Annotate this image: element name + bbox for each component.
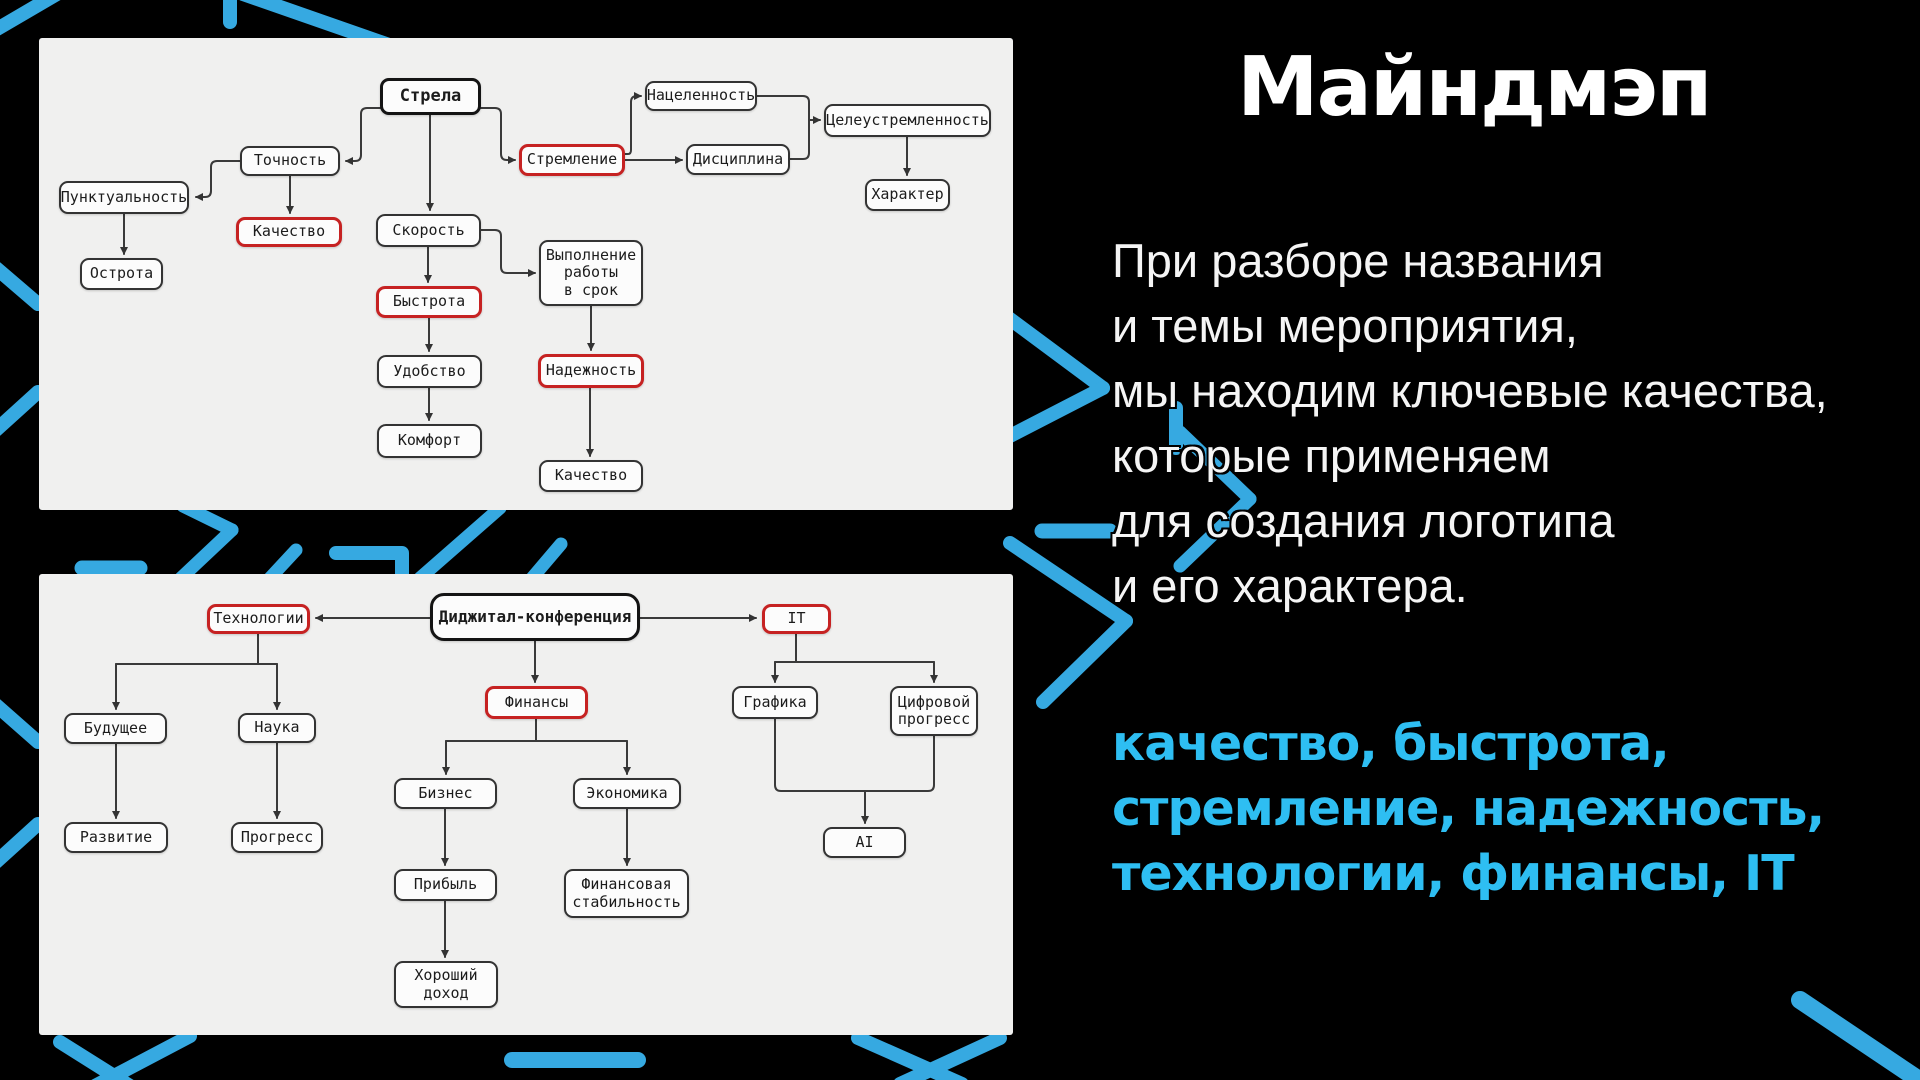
node-fin-stabilnost: Финансовая стабильность — [564, 869, 689, 918]
node-grafika: Графика — [732, 686, 818, 719]
node-komfort: Комфорт — [377, 424, 482, 458]
node-udobstvo: Удобство — [377, 355, 482, 388]
node-ostrota: Острота — [80, 258, 163, 290]
node-kachestvo-2: Качество — [539, 460, 643, 492]
mindmap-arrow-panel: Стрела Точность Пунктуальность Качество … — [39, 38, 1013, 510]
mindmap-conference-connectors — [112, 614, 938, 958]
page-title: Майндмэп — [1237, 40, 1713, 135]
mindmap-conference-panel: Диджитал-конференция Технологии IT Финан… — [39, 574, 1013, 1035]
node-didzhital-konferenciya: Диджитал-конференция — [430, 593, 640, 641]
node-razvitie: Развитие — [64, 822, 168, 853]
node-it: IT — [762, 604, 831, 634]
node-punktualnost: Пунктуальность — [59, 181, 189, 214]
node-pribyl: Прибыль — [394, 869, 497, 901]
keywords-highlight: качество, быстрота, стремление, надежнос… — [1112, 715, 1825, 902]
node-strela: Стрела — [380, 78, 481, 115]
node-biznes: Бизнес — [394, 778, 497, 809]
node-skorost: Скорость — [376, 214, 481, 247]
lead-paragraph: При разборе названия и темы мероприятия,… — [1112, 234, 1828, 612]
node-disciplina: Дисциплина — [686, 144, 790, 175]
node-finansy: Финансы — [485, 686, 588, 719]
node-cifrovoy-progress: Цифровой прогресс — [890, 686, 978, 736]
node-nauka: Наука — [238, 713, 316, 743]
node-progress: Прогресс — [231, 822, 323, 853]
node-budushchee: Будущее — [64, 713, 167, 744]
mindmap-arrow-connectors — [120, 92, 911, 457]
node-tehnologii: Технологии — [207, 604, 310, 634]
node-nacelennost: Нацеленность — [645, 81, 757, 111]
node-bystrota: Быстрота — [376, 286, 482, 318]
node-ekonomika: Экономика — [573, 778, 681, 809]
node-harakter: Характер — [865, 179, 950, 211]
node-horoshiy-dohod: Хороший доход — [394, 961, 498, 1008]
node-celeustremlennost: Целеустремленность — [824, 104, 991, 137]
node-vypolnenie: Выполнение работы в срок — [539, 240, 643, 306]
node-ai: AI — [823, 827, 906, 858]
node-kachestvo-red: Качество — [236, 217, 342, 247]
node-stremlenie: Стремление — [519, 144, 625, 176]
node-nadezhnost: Надежность — [538, 354, 644, 388]
node-tochnost: Точность — [240, 146, 340, 176]
